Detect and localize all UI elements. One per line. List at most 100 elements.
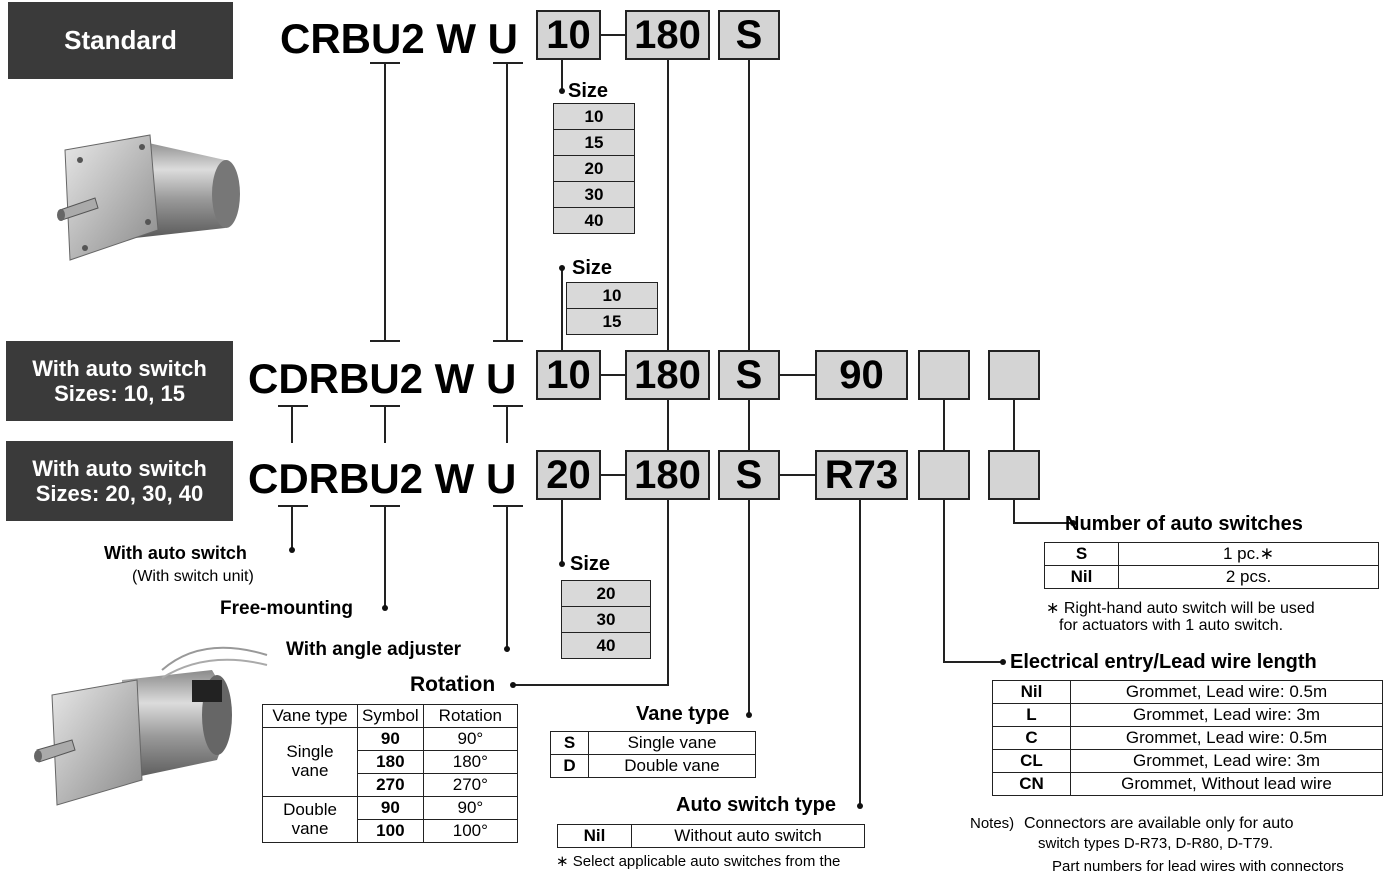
leader-dot: [559, 88, 565, 94]
rotation-cell: 90°: [423, 728, 517, 751]
a2-vane-box: S: [718, 450, 780, 500]
standard-tag-label: Standard: [64, 26, 177, 56]
symbol-cell: 90: [358, 728, 424, 751]
leader-line: [1013, 522, 1073, 524]
leader-line: [493, 62, 523, 64]
leader-line: [506, 505, 508, 648]
standard-code-prefix: CRBU2 W U: [280, 18, 518, 60]
leader-dot: [289, 547, 295, 553]
rotation-cell: 180°: [423, 751, 517, 774]
entry-notes-prefix: Notes): [970, 815, 1014, 832]
size-cell: 40: [562, 633, 651, 659]
size-label-1: Size: [568, 80, 608, 103]
leader-line: [515, 684, 669, 686]
leader-line: [370, 340, 400, 342]
leader-line: [859, 500, 861, 805]
size-cell: 20: [562, 581, 651, 607]
leader-line: [748, 400, 750, 450]
size-cell: 15: [567, 309, 658, 335]
with-switch-unit-label: (With switch unit): [132, 568, 254, 586]
actuator-photo-standard: [40, 110, 250, 280]
leader-dot: [510, 682, 516, 688]
size-cell: 40: [554, 208, 635, 234]
free-mounting-label: Free-mounting: [220, 598, 353, 620]
vane-desc: Double vane: [589, 755, 756, 778]
a1-electrical-box: [918, 350, 970, 400]
entry-desc: Grommet, Without lead wire: [1071, 773, 1383, 796]
double-vane-text: Double vane: [283, 800, 337, 838]
auto-switch-type-label: Auto switch type: [676, 794, 836, 817]
leader-line: [493, 405, 523, 407]
auto1-code-prefix: CDRBU2 W U: [248, 358, 516, 400]
leader-line: [561, 60, 563, 90]
actuator-photo-auto-switch: [12, 640, 272, 820]
symbol-cell: 270: [358, 774, 424, 797]
leader-line: [667, 60, 669, 350]
single-vane-cell: Single vane: [263, 728, 358, 797]
rotation-label: Rotation: [410, 673, 495, 697]
size-table-2: 10 15: [566, 282, 658, 335]
size-cell: 10: [554, 104, 635, 130]
a1-rotation-box: 180: [625, 350, 710, 400]
size-cell: 30: [562, 607, 651, 633]
leader-dot: [559, 265, 565, 271]
leader-line: [291, 505, 293, 550]
rotation-cell: 90°: [423, 797, 517, 820]
a2-size-box: 20: [536, 450, 601, 500]
a2-rotation-box: 180: [625, 450, 710, 500]
rotation-cell: 100°: [423, 820, 517, 843]
leader-line: [943, 500, 945, 662]
leader-line: [1013, 400, 1015, 450]
rotation-table: Vane type Symbol Rotation Single vane 90…: [262, 704, 518, 843]
symbol-cell: 180: [358, 751, 424, 774]
leader-line: [384, 505, 386, 608]
leader-line: [291, 405, 293, 443]
dash: [601, 34, 625, 36]
entry-desc: Grommet, Lead wire: 3m: [1071, 750, 1383, 773]
leader-line: [384, 405, 386, 443]
entry-code: L: [993, 704, 1071, 727]
leader-line: [506, 405, 508, 443]
leader-line: [384, 62, 386, 342]
entry-code: CN: [993, 773, 1071, 796]
symbol-cell: 90: [358, 797, 424, 820]
count-code: S: [1045, 543, 1119, 566]
header-vane-type: Vane type: [263, 705, 358, 728]
vane-desc: Single vane: [589, 732, 756, 755]
size-table-1: 10 15 20 30 40: [553, 103, 635, 234]
leader-line: [943, 400, 945, 450]
tag-line2: Sizes: 10, 15: [54, 381, 185, 406]
size-label-3: Size: [570, 553, 610, 576]
entry-desc: Grommet, Lead wire: 0.5m: [1071, 681, 1383, 704]
size-label-2: Size: [572, 257, 612, 280]
size-cell: 20: [554, 156, 635, 182]
tag-line1: With auto switch: [32, 456, 207, 481]
with-auto-switch-label: With auto switch: [104, 543, 247, 564]
auto2-code-prefix: CDRBU2 W U: [248, 458, 516, 500]
leader-dot: [746, 712, 752, 718]
count-desc: 1 pc.∗: [1119, 543, 1379, 566]
leader-line: [493, 340, 523, 342]
leader-dot: [857, 803, 863, 809]
single-vane-text: Single vane: [286, 742, 333, 780]
leader-line: [667, 500, 669, 685]
count-desc: 2 pcs.: [1119, 566, 1379, 589]
size-cell: 30: [554, 182, 635, 208]
standard-tag: Standard: [8, 2, 233, 79]
entry-code: Nil: [993, 681, 1071, 704]
rotation-cell: 270°: [423, 774, 517, 797]
electrical-entry-label: Electrical entry/Lead wire length: [1010, 651, 1317, 674]
entry-note-line2: switch types D-R73, D-R80, D-T79.: [1038, 835, 1273, 852]
entry-desc: Grommet, Lead wire: 3m: [1071, 704, 1383, 727]
leader-dot: [1000, 659, 1006, 665]
dash: [780, 474, 815, 476]
switch-desc: Without auto switch: [632, 825, 865, 848]
std-rotation-box: 180: [625, 10, 710, 60]
auto-switch-tag-20-40: With auto switch Sizes: 20, 30, 40: [6, 441, 233, 521]
leader-line: [561, 268, 563, 350]
leader-dot: [504, 646, 510, 652]
switch-code: Nil: [558, 825, 632, 848]
